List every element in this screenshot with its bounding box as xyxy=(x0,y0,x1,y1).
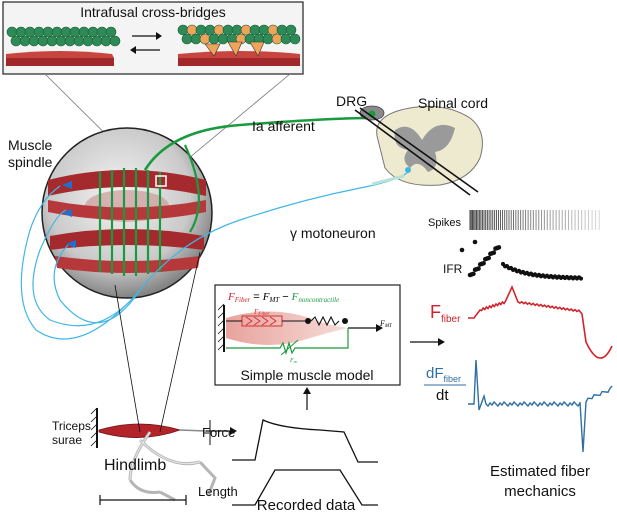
svg-text:dFfiber: dFfiber xyxy=(426,365,461,384)
zoom-line-spindle-2 xyxy=(159,251,201,433)
gamma-ending-3 xyxy=(66,240,76,248)
model-fmt-label: FMT xyxy=(379,319,393,329)
dorsal-root-1 xyxy=(354,109,471,196)
label-f-fiber: Ffiber xyxy=(430,302,461,325)
model-nc-element-label: Fnc xyxy=(289,358,298,364)
ia-afferent-path xyxy=(143,115,381,171)
cross-bridge-head-1 xyxy=(204,43,221,57)
label-gamma-motoneuron: γ motoneuron xyxy=(290,225,376,241)
svg-text:dt: dt xyxy=(436,387,449,404)
gamma-ending-2 xyxy=(62,209,72,217)
zoom-marker xyxy=(155,175,167,187)
muscle-spindle xyxy=(41,127,213,299)
gamma-soma xyxy=(405,167,411,173)
intrafusal-fiber-3 xyxy=(50,229,204,250)
model-fiber-element-label: FFiber xyxy=(253,308,269,317)
cross-bridge-head-3 xyxy=(249,41,265,57)
f-fiber-trace xyxy=(468,284,613,359)
actin-filament-left xyxy=(6,58,114,66)
label-triceps: Triceps xyxy=(52,419,91,433)
zoom-line-spindle-1 xyxy=(114,284,141,433)
dorsal-root-2 xyxy=(359,107,479,193)
gamma-motoneuron-path xyxy=(32,171,409,327)
label-drg: DRG xyxy=(336,93,367,109)
model-series-spring xyxy=(310,315,340,327)
intrafusal-fiber-2 xyxy=(48,200,206,220)
ventral-root xyxy=(371,174,405,186)
label-estimated-1: Estimated fiber xyxy=(490,463,590,480)
spinal-cord xyxy=(354,105,483,196)
model-caption: Simple muscle model xyxy=(240,367,373,383)
label-spikes: Spikes xyxy=(428,217,462,229)
actin-filament-right xyxy=(178,58,300,66)
recorded-force-trace xyxy=(232,419,378,463)
label-hindlimb: Hindlimb xyxy=(104,457,166,474)
grey-matter xyxy=(394,124,455,172)
label-recorded-data: Recorded data xyxy=(257,497,356,514)
label-length: Length xyxy=(198,484,238,499)
actin-thin-left xyxy=(6,51,114,58)
hindlimb xyxy=(90,407,237,505)
model-node-1 xyxy=(305,318,311,324)
myosin-beads-left xyxy=(6,26,121,47)
intrafusal-fiber-4 xyxy=(55,256,200,273)
label-force: Force xyxy=(202,425,235,440)
label-muscle: Muscle xyxy=(8,137,53,153)
label-spinal-cord: Spinal cord xyxy=(418,95,488,111)
model-nc-arrow xyxy=(280,339,299,356)
label-spindle: spindle xyxy=(8,154,53,170)
model-wall-hatch xyxy=(217,303,225,351)
gamma-ending-1 xyxy=(62,181,72,189)
cross-bridge-inset: Intrafusal cross-bridges xyxy=(2,1,304,75)
gamma-motoneuron-branch-1 xyxy=(20,185,141,340)
spike-raster xyxy=(469,210,600,230)
inset-title: Intrafusal cross-bridges xyxy=(80,4,226,20)
model-noncontractile-spring xyxy=(226,328,349,356)
recorded-length-trace xyxy=(232,469,378,506)
model-equation: FFiber=FMT−Fnoncontractile xyxy=(227,291,339,304)
label-ifr: IFR xyxy=(443,262,463,276)
label-estimated-2: mechanics xyxy=(504,483,576,500)
label-ia-afferent: Ia afferent xyxy=(252,118,315,134)
model-muscle-body xyxy=(226,311,348,345)
cross-bridge-head-2 xyxy=(227,41,243,57)
ia-afferent-branch xyxy=(183,144,200,233)
df-fiber-trace xyxy=(468,359,613,453)
annulospiral-ending xyxy=(98,168,162,276)
ifr-dots xyxy=(459,239,584,281)
tendon xyxy=(179,429,207,432)
model-node-2 xyxy=(342,318,348,324)
simple-muscle-model: FFiber=FMT−Fnoncontractile FFiber FMT xyxy=(214,284,401,386)
label-df-dt: dFfiber dt xyxy=(424,365,466,404)
actin-thin-right xyxy=(178,51,300,58)
label-surae: surae xyxy=(52,433,82,447)
gamma-motoneuron-branch-2 xyxy=(53,244,141,324)
myosin-beads-right xyxy=(177,24,301,45)
